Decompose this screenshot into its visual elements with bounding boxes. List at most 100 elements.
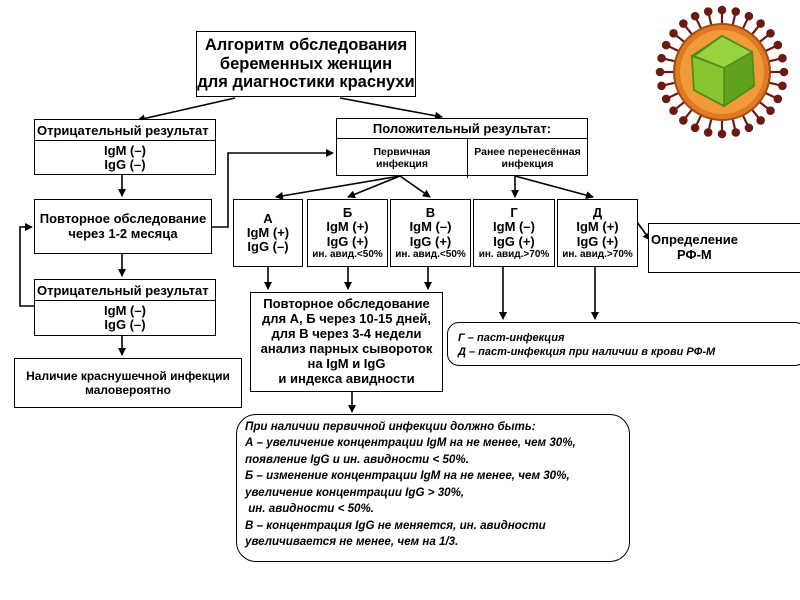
- unlikely-line-2: маловероятно: [84, 383, 172, 397]
- repeat2-line-1: Повторное обследование: [263, 296, 430, 312]
- repeat-exam-line-1: Повторное обследование: [39, 210, 207, 226]
- group-b-igm: IgM (+): [326, 219, 369, 235]
- virus-spike-tip: [773, 94, 783, 104]
- repeat2-line-3: для В через 3-4 недели: [271, 326, 422, 342]
- note-line-4: Б – изменение концентрации IgM на не мен…: [245, 469, 570, 483]
- group-c-igg: IgG (+): [409, 233, 452, 249]
- repeat2-line-5: на IgM и IgG: [307, 355, 386, 371]
- group-e-igm: IgM (+): [576, 219, 619, 235]
- note-line-3: появление IgG и ин. авидности < 50%.: [245, 452, 469, 466]
- past-infection-note: Г – паст-инфекция Д – паст-инфекция при …: [447, 322, 800, 366]
- past-note-line-2: Д – паст-инфекция при наличии в крови РФ…: [458, 346, 716, 359]
- virus-spike-tip: [779, 67, 789, 77]
- group-e-letter: Д: [592, 205, 603, 221]
- repeat2-line-4: анализ парных сывороток: [260, 341, 433, 356]
- group-a-letter: А: [263, 210, 273, 226]
- previous-infection-line-1: Ранее перенесённая: [474, 145, 581, 158]
- positive-result-header: Положительный результат:: [372, 121, 552, 136]
- arrow-title-to-negative: [137, 97, 236, 123]
- group-d-letter: Г: [510, 205, 518, 221]
- group-c-avidity: ин. авид.<50%: [395, 248, 466, 260]
- note-line-1: При наличии первичной инфекции должно бы…: [245, 420, 536, 433]
- positive-result-box: Положительный результат: Первичная инфек…: [336, 118, 588, 178]
- negative-result-header: Отрицательный результат: [37, 123, 209, 138]
- virus-spike-tip: [669, 29, 678, 38]
- title-box: Алгоритм обследования беременных женщин …: [196, 31, 416, 97]
- virus-spike-tip: [778, 81, 787, 91]
- virus-spike-tip: [756, 116, 765, 125]
- note-line-6: ин. авидности < 50%.: [245, 502, 375, 516]
- arrow-to-group-a: [275, 175, 401, 200]
- negative2-igm: IgM (–): [104, 303, 146, 318]
- title-line-1: Алгоритм обследования: [204, 36, 408, 55]
- group-a-igg: IgG (–): [247, 239, 289, 255]
- group-c-box: В IgM (–) IgG (+) ин. авид.<50%: [390, 199, 471, 267]
- group-b-avidity: ин. авид.<50%: [312, 248, 383, 260]
- repeat2-line-2: для А, Б через 10-15 дней,: [261, 311, 432, 327]
- negative-result-box: Отрицательный результат IgM (–) IgG (–): [34, 119, 216, 175]
- title-line-2: беременных женщин: [219, 54, 393, 73]
- virus-spike-tip: [690, 123, 700, 133]
- note-line-2: А – увеличение концентрации IgM на не ме…: [245, 436, 576, 450]
- primary-infection-line-2: инфекция: [376, 157, 428, 170]
- group-d-avidity: ин. авид.>70%: [478, 248, 550, 260]
- rf-m-line-2: РФ-М: [677, 247, 712, 262]
- arrow-to-group-c: [399, 175, 431, 198]
- group-a-igm: IgM (+): [246, 224, 290, 240]
- infection-unlikely-box: Наличие краснушечной инфекции маловероят…: [14, 358, 242, 408]
- group-d-box: Г IgM (–) IgG (+) ин. авид.>70%: [473, 199, 555, 267]
- group-d-igm: IgM (–): [493, 219, 535, 235]
- virus-spike-tip: [731, 7, 741, 16]
- arrow-title-to-positive: [339, 97, 443, 120]
- virus-spike-tip: [773, 40, 783, 50]
- virus-spike-tip: [657, 81, 666, 91]
- repeat2-line-6: и индекса авидности: [278, 370, 415, 386]
- virus-spike-tip: [703, 7, 713, 16]
- group-c-igm: IgM (–): [409, 219, 452, 235]
- virus-spike-tip: [744, 123, 754, 133]
- group-e-box: Д IgM (+) IgG (+) ин. авид.>70%: [557, 199, 638, 267]
- virus-spike-tip: [766, 29, 775, 38]
- virus-spike-tip: [661, 40, 671, 50]
- arrow-to-group-b: [347, 175, 401, 199]
- previous-infection-line-2: инфекция: [501, 157, 554, 170]
- arrow-repeat-to-primary: [212, 149, 334, 228]
- virus-spike-tip: [703, 128, 713, 137]
- virus-spike-tip: [679, 19, 688, 28]
- virus-spike-tip: [744, 11, 754, 21]
- virus-spike-tip: [655, 67, 665, 77]
- group-e-igg: IgG (+): [576, 233, 619, 249]
- virus-spike-tip: [661, 94, 671, 104]
- rubella-virus-image: [655, 5, 789, 139]
- repeat-exam-2-box: Повторное обследование для А, Б через 10…: [250, 292, 443, 392]
- note-line-7: В – концентрация IgG не меняется, ин. ав…: [245, 518, 546, 532]
- group-d-igg: IgG (+): [493, 233, 535, 249]
- virus-spike-tip: [766, 106, 775, 115]
- repeat-exam-box: Повторное обследование через 1-2 месяца: [34, 199, 212, 254]
- group-c-letter: В: [425, 205, 436, 221]
- group-a-box: А IgM (+) IgG (–): [233, 199, 303, 267]
- virus-spike-tip: [717, 5, 727, 15]
- virus-spike-tip: [690, 11, 700, 21]
- group-e-avidity: ин. авид.>70%: [562, 248, 633, 260]
- primary-infection-note: При наличии первичной инфекции должно бы…: [236, 414, 630, 562]
- virus-spike-tip: [756, 19, 765, 28]
- previous-infection-cell: Ранее перенесённая инфекция: [468, 139, 587, 178]
- virus-spike-tip: [717, 129, 727, 139]
- group-b-igg: IgG (+): [326, 233, 369, 249]
- virus-spike-tip: [731, 128, 741, 137]
- rf-m-line-1: Определение: [651, 232, 739, 248]
- rf-m-box: Определение РФ-М: [648, 223, 800, 273]
- primary-infection-cell: Первичная инфекция: [337, 139, 468, 178]
- negative-igm: IgM (–): [104, 143, 146, 158]
- note-line-5: увеличение концентрации IgG > 30%,: [245, 485, 465, 499]
- past-note-line-1: Г – паст-инфекция: [458, 332, 565, 344]
- note-line-8: увеличивается не менее, чем на 1/3.: [245, 535, 459, 549]
- arrow-loop-back: [19, 223, 34, 307]
- negative2-igg: IgG (–): [104, 317, 146, 333]
- negative-result-2-box: Отрицательный результат IgM (–) IgG (–): [34, 279, 216, 336]
- repeat-exam-line-2: через 1-2 месяца: [68, 225, 178, 241]
- title-line-3: для диагностики краснухи: [197, 73, 415, 92]
- unlikely-line-1: Наличие краснушечной инфекции: [26, 368, 230, 383]
